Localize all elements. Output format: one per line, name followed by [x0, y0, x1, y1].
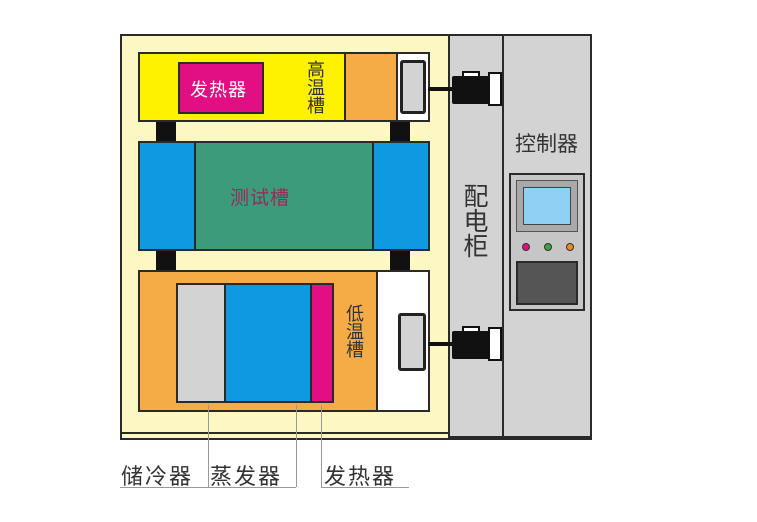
heater-leader — [321, 405, 322, 487]
upper-motor-cap — [488, 72, 502, 106]
controller-screen — [523, 187, 571, 225]
test-chamber-right-damper — [372, 143, 428, 249]
controller-light-3 — [566, 243, 574, 251]
high-temp-orange-block — [344, 54, 398, 120]
upper-motor-icon — [452, 76, 490, 104]
storage-leader — [208, 405, 209, 487]
high-temp-fan-icon — [400, 60, 426, 114]
heater-label: 发热器 — [324, 465, 397, 490]
storage-unit — [176, 283, 226, 403]
evaporator-unit — [224, 283, 312, 403]
test-chamber-left-damper — [140, 143, 196, 249]
heater-underline — [321, 487, 409, 488]
connector-top-right — [390, 122, 410, 142]
connector-bottom-left — [156, 250, 176, 270]
high-temp-heater — [178, 62, 264, 114]
controller-light-1 — [522, 243, 530, 251]
connector-bottom-right — [390, 250, 410, 270]
upper-motor-tab — [462, 71, 480, 78]
high-temp-label: 高温槽 — [304, 60, 325, 114]
controller-light-2 — [544, 243, 552, 251]
low-temp-label: 低温槽 — [343, 304, 364, 358]
controller-display-panel — [516, 261, 578, 305]
upper-drive-shaft — [428, 87, 454, 91]
evaporator-underline — [208, 487, 296, 488]
controller-label: 控制器 — [515, 132, 578, 156]
lower-motor-cap — [488, 327, 502, 361]
lower-drive-shaft — [428, 342, 454, 346]
storage-label: 储冷器 — [121, 465, 194, 490]
high-temp-heater-label: 发热器 — [190, 80, 247, 101]
evaporator-label: 蒸发器 — [210, 465, 283, 490]
lower-motor-icon — [452, 331, 490, 359]
evaporator-leader — [296, 405, 297, 487]
low-temp-heater-unit — [310, 283, 334, 403]
storage-underline — [120, 487, 208, 488]
low-temp-fan-icon — [398, 313, 426, 371]
lower-motor-tab — [462, 326, 480, 333]
test-chamber-label: 测试槽 — [230, 187, 291, 209]
connector-top-left — [156, 122, 176, 142]
power-cabinet-label: 配电柜 — [460, 183, 489, 258]
